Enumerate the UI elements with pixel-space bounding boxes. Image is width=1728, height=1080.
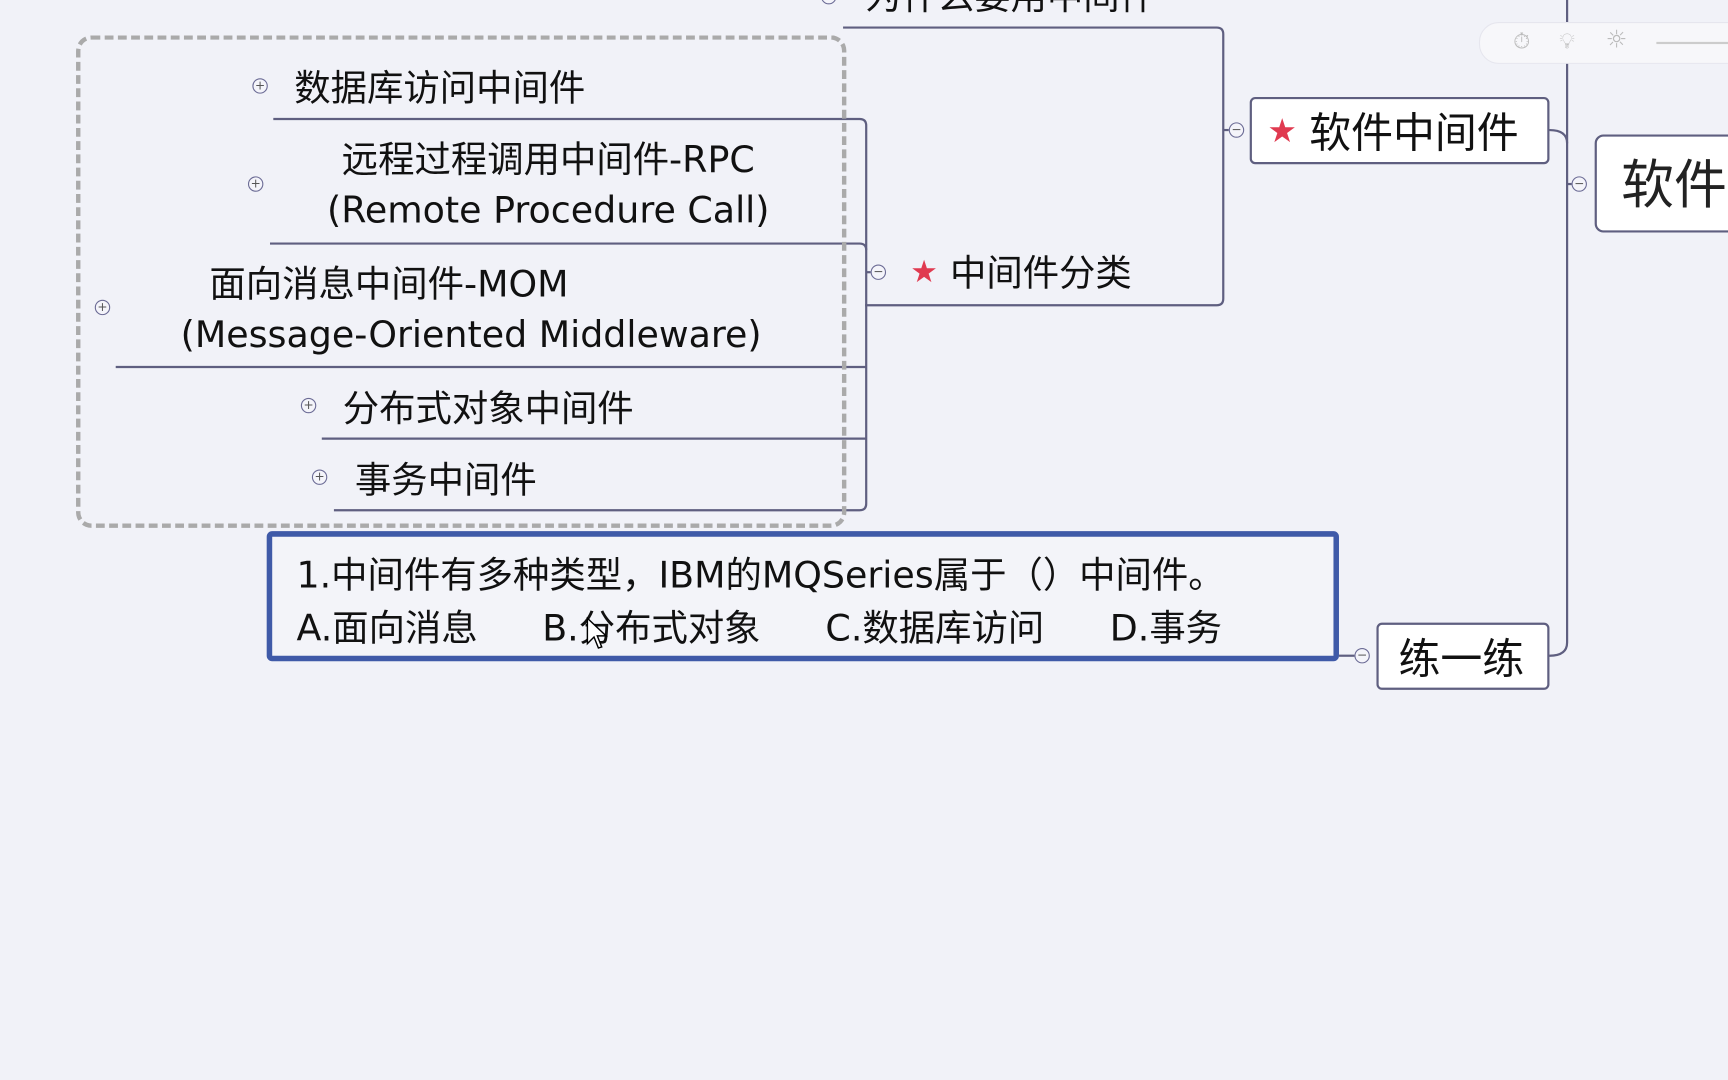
mouse-cursor-icon <box>586 617 608 649</box>
category-line: (Remote Procedure Call) <box>327 188 770 232</box>
timer-icon[interactable]: ⏱ <box>1513 27 1531 54</box>
expand-toggle[interactable]: + <box>252 78 268 94</box>
root-node[interactable]: 软件 <box>1594 134 1728 233</box>
option-b: B.分布式对象 <box>542 606 761 650</box>
collapse-toggle[interactable]: − <box>870 264 887 280</box>
top-partial-node[interactable]: 为什么要用中间件 <box>865 0 1156 14</box>
lightbulb-icon[interactable]: 💡︎ <box>1559 27 1575 54</box>
category-distributed-object[interactable]: 分布式对象中间件 <box>342 386 634 430</box>
star-icon: ★ <box>1267 112 1297 151</box>
expand-toggle[interactable]: + <box>94 299 111 316</box>
expand-toggle[interactable]: + <box>247 176 264 192</box>
question-text: 1.中间件有多种类型，IBM的MQSeries属于（）中间件。 <box>296 553 1225 597</box>
brightness-icon[interactable]: ☼ <box>1605 26 1628 54</box>
category-node[interactable]: 中间件分类 <box>949 251 1132 295</box>
option-c: C.数据库访问 <box>825 606 1045 650</box>
node-label: 软件中间件 <box>1309 109 1519 158</box>
practice-node[interactable]: 练一练 <box>1376 622 1550 690</box>
boundary-box <box>76 35 847 528</box>
option-a: A.面向消息 <box>296 606 478 650</box>
category-line: (Message-Oriented Middleware) <box>180 312 762 356</box>
category-line: 远程过程调用中间件-RPC <box>341 137 755 181</box>
collapse-toggle[interactable]: − <box>1571 176 1587 192</box>
node-label: 练一练 <box>1398 634 1525 684</box>
floating-toolbar: ⏱ 💡︎ ☼ <box>1478 22 1728 64</box>
category-database-access[interactable]: 数据库访问中间件 <box>294 66 586 110</box>
collapse-toggle[interactable]: − <box>1354 647 1370 664</box>
category-transaction[interactable]: 事务中间件 <box>354 458 537 502</box>
category-line: 面向消息中间件-MOM <box>209 262 569 306</box>
category-mom[interactable]: 面向消息中间件-MOM (Message-Oriented Middleware… <box>132 259 810 360</box>
zoom-slider[interactable] <box>1656 41 1728 45</box>
star-icon: ★ <box>910 253 938 290</box>
question-node[interactable]: 1.中间件有多种类型，IBM的MQSeries属于（）中间件。 A.面向消息 B… <box>266 531 1339 662</box>
category-rpc[interactable]: 远程过程调用中间件-RPC (Remote Procedure Call) <box>287 134 810 235</box>
option-d: D.事务 <box>1109 606 1223 650</box>
branch-node-software-middleware[interactable]: ★ 软件中间件 <box>1249 96 1550 165</box>
node-label: 软件 <box>1621 154 1727 216</box>
collapse-toggle[interactable]: − <box>1228 122 1245 138</box>
expand-toggle[interactable]: + <box>300 397 317 414</box>
expand-toggle[interactable]: + <box>311 469 328 485</box>
